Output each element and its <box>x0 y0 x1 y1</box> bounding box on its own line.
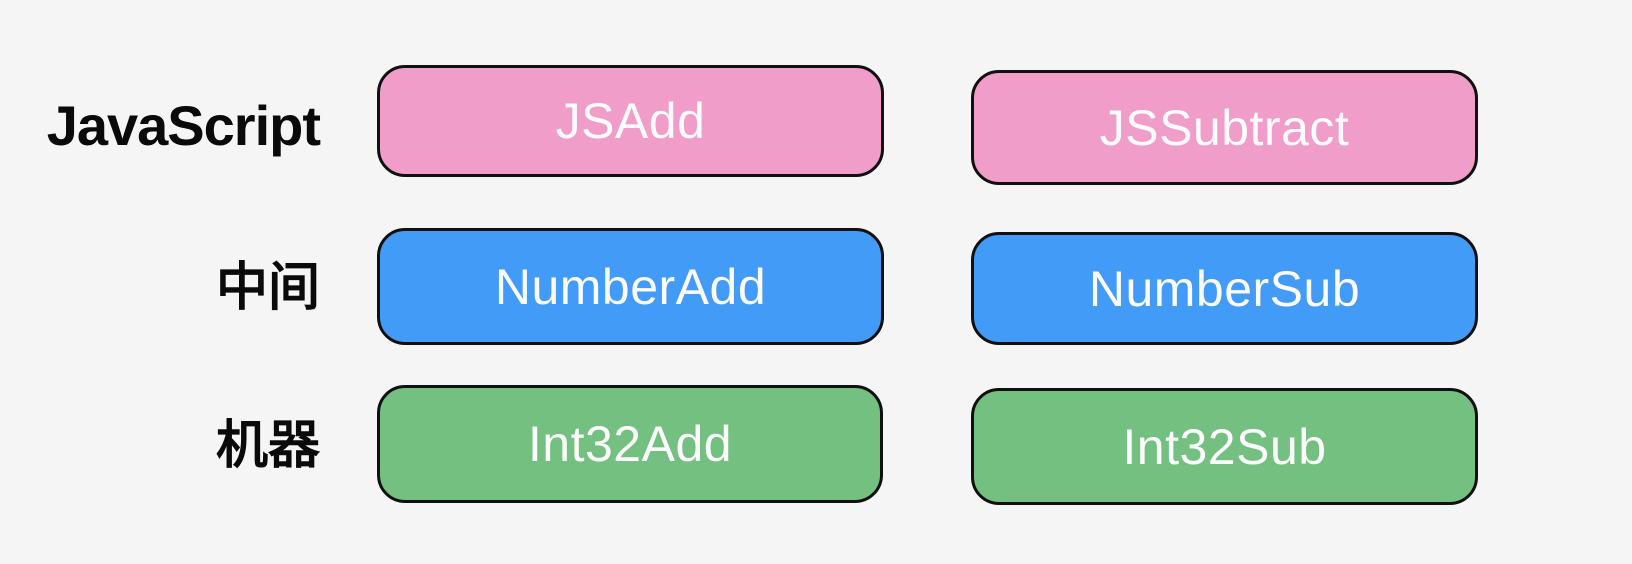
node-int32-sub: Int32Sub <box>971 388 1478 505</box>
node-js-subtract: JSSubtract <box>971 70 1478 185</box>
row-label-intermediate: 中间 <box>215 259 320 317</box>
node-number-add: NumberAdd <box>377 228 884 345</box>
node-number-sub: NumberSub <box>971 232 1478 345</box>
node-js-add: JSAdd <box>377 65 884 177</box>
row-label-machine: 机器 <box>215 417 320 475</box>
node-int32-add: Int32Add <box>377 385 883 503</box>
row-label-javascript: JavaScript <box>46 94 321 157</box>
